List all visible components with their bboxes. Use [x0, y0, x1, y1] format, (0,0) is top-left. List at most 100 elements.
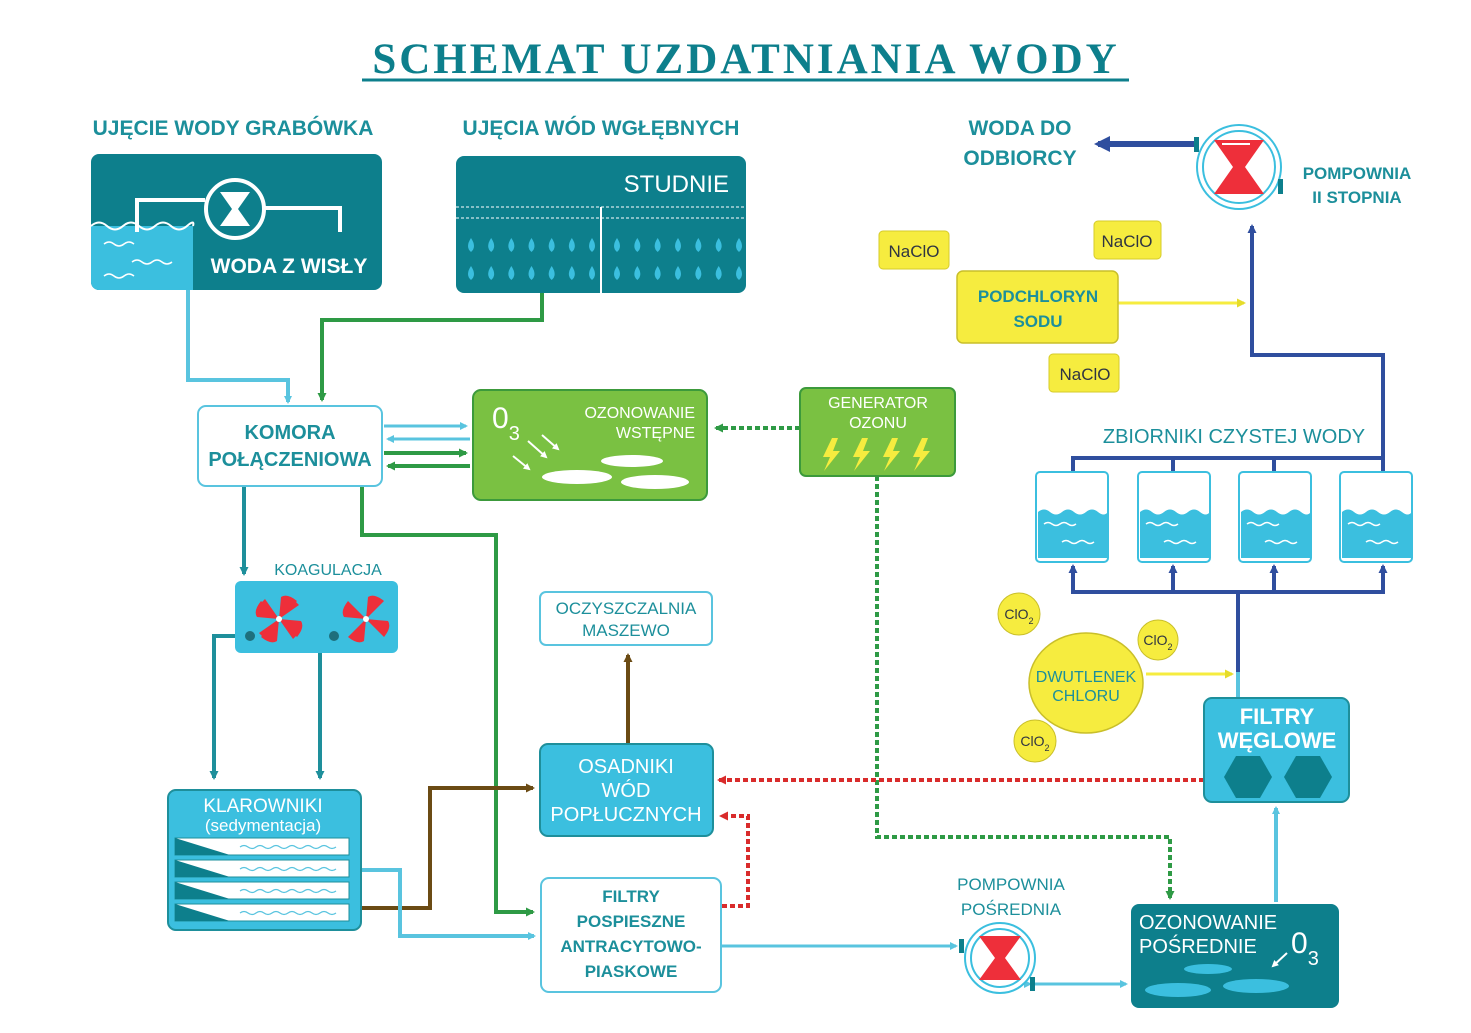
- svg-text:WÓD: WÓD: [602, 779, 651, 802]
- studnie-box: STUDNIE: [456, 156, 746, 293]
- settling-lane-icon: [174, 903, 350, 922]
- wglebne-heading: UJĘCIA WÓD WGŁĘBNYCH: [463, 116, 740, 140]
- water-drop-icon: [568, 238, 575, 252]
- flow-filtry-to-osadniki: [719, 811, 750, 908]
- lightning-icon: [883, 438, 900, 471]
- flow-studnie-to-komora: [317, 290, 544, 402]
- oczyszczalnia-box: OCZYSZCZALNIA MASZEWO: [539, 591, 713, 646]
- mixer-icon: [342, 595, 390, 643]
- svg-text:KLAROWNIKI: KLAROWNIKI: [203, 796, 322, 817]
- water-drop-icon: [614, 266, 620, 280]
- water-drop-icon: [614, 238, 620, 252]
- pompownia-ii-label-1: POMPOWNIA: [1303, 164, 1412, 183]
- clean-water-tanks: [1035, 471, 1413, 563]
- svg-text:MASZEWO: MASZEWO: [582, 621, 670, 640]
- water-drop-icon: [695, 266, 702, 280]
- settling-lane-icon: [174, 837, 350, 856]
- svg-text:KOMORA: KOMORA: [244, 422, 335, 444]
- svg-text:POŚREDNIE: POŚREDNIE: [1139, 934, 1257, 958]
- clo2-bubble-3: ClO2: [1013, 719, 1057, 763]
- water-tank-icon: [1137, 471, 1211, 563]
- flow-komora-to-filtry-pospieszne: [360, 486, 535, 917]
- nacio-tag-3: NaClO: [1048, 353, 1120, 393]
- nacio-tag-1: NaClO: [878, 230, 950, 270]
- water-drop-icon: [528, 238, 535, 252]
- water-drop-icon: [736, 266, 742, 280]
- pompownia-ii-label-2: II STOPNIA: [1312, 188, 1401, 207]
- water-drop-icon: [548, 266, 555, 280]
- pompownia-ii-pump-icon: [1194, 124, 1283, 210]
- water-tank-icon: [1035, 471, 1109, 563]
- svg-text:OZONOWANIE: OZONOWANIE: [1139, 912, 1277, 934]
- mixer-icon: [255, 595, 303, 643]
- svg-text:POŁĄCZENIOWA: POŁĄCZENIOWA: [208, 449, 371, 471]
- lightning-icons: [823, 438, 930, 471]
- svg-text:ClO2: ClO2: [1143, 632, 1172, 652]
- water-drop-icon: [715, 238, 722, 252]
- well-water-drops-icon: [468, 238, 742, 280]
- flow-generator-to-ozon-posr: [875, 476, 1175, 900]
- water-drop-icon: [654, 238, 661, 252]
- page-title: SCHEMAT UZDATNIANIA WODY: [372, 36, 1119, 83]
- flow-wisla-to-komora: [186, 290, 292, 404]
- water-drop-icon: [589, 238, 595, 252]
- zbiorniki-label: ZBIORNIKI CZYSTEJ WODY: [1103, 426, 1365, 448]
- svg-text:POSPIESZNE: POSPIESZNE: [577, 912, 686, 931]
- generator-ozonu-box: GENERATOR OZONU: [799, 387, 956, 477]
- water-drop-icon: [568, 266, 575, 280]
- water-drop-icon: [508, 238, 515, 252]
- pompownia-posr-label-1: POMPOWNIA: [957, 875, 1065, 894]
- water-drop-icon: [548, 238, 555, 252]
- svg-text:DWUTLENEK: DWUTLENEK: [1036, 669, 1137, 686]
- grabowka-heading: UJĘCIE WODY GRABÓWKA: [93, 116, 374, 140]
- svg-text:FILTRY: FILTRY: [602, 887, 660, 906]
- flow-zbiorniki-collector: [1071, 226, 1385, 474]
- svg-text:PODCHLORYN: PODCHLORYN: [978, 287, 1098, 306]
- settling-lane-icon: [174, 859, 350, 878]
- water-drop-icon: [675, 238, 681, 252]
- water-drop-icon: [654, 266, 661, 280]
- lightning-icon: [823, 438, 840, 471]
- filtry-weglowe-box: FILTRY WĘGLOWE: [1203, 697, 1350, 803]
- filtry-pospieszne-box: FILTRY POSPIESZNE ANTRACYTOWO- PIASKOWE: [540, 877, 722, 993]
- settling-tanks-icon: [174, 837, 350, 922]
- svg-text:OZONU: OZONU: [849, 415, 907, 432]
- water-drop-icon: [488, 266, 495, 280]
- svg-text:SODU: SODU: [1013, 312, 1062, 331]
- settling-lane-icon: [174, 881, 350, 900]
- ozonowanie-posrednie-box: OZONOWANIE POŚREDNIE 03: [1131, 904, 1339, 1008]
- svg-text:PIASKOWE: PIASKOWE: [585, 962, 678, 981]
- water-drop-icon: [468, 266, 474, 280]
- water-drop-icon: [634, 238, 641, 252]
- svg-text:GENERATOR: GENERATOR: [828, 395, 928, 412]
- pompownia-posrednia-pump-icon: [959, 922, 1036, 994]
- svg-text:(sedymentacja): (sedymentacja): [205, 816, 321, 835]
- water-drop-icon: [634, 266, 641, 280]
- klarowniki-box: KLAROWNIKI (sedymentacja): [167, 789, 362, 931]
- svg-text:NaClO: NaClO: [1059, 365, 1110, 384]
- flow-koagulacja-to-klarowniki-1: [209, 634, 250, 780]
- lightning-icon: [913, 438, 930, 471]
- svg-text:OSADNIKI: OSADNIKI: [578, 756, 674, 778]
- studnie-label: STUDNIE: [624, 171, 729, 198]
- svg-text:ClO2: ClO2: [1004, 606, 1033, 626]
- svg-text:ClO2: ClO2: [1020, 733, 1049, 753]
- komora-polaczeniowa-box: KOMORA POŁĄCZENIOWA: [197, 405, 383, 487]
- flow-klarowniki-to-osadniki: [361, 783, 535, 910]
- water-drop-icon: [488, 238, 495, 252]
- koagulacja-box: [235, 581, 398, 653]
- carbon-hex-icon: [1284, 756, 1332, 798]
- flow-koagulacja-to-klarowniki-2: [315, 634, 334, 780]
- water-drop-icon: [736, 238, 742, 252]
- water-tank-icon: [1238, 471, 1312, 563]
- water-drop-icon: [589, 266, 595, 280]
- osadniki-box: OSADNIKI WÓD POPŁUCZNYCH: [539, 743, 714, 837]
- svg-text:POPŁUCZNYCH: POPŁUCZNYCH: [550, 804, 701, 826]
- svg-text:OCZYSZCZALNIA: OCZYSZCZALNIA: [556, 599, 697, 618]
- water-drop-icon: [508, 266, 515, 280]
- water-drop-icon: [715, 266, 722, 280]
- wisla-label: WODA Z WISŁY: [211, 255, 368, 278]
- dwutlenek-chloru-circle: DWUTLENEK CHLORU: [1028, 632, 1144, 734]
- wisla-intake-box: WODA Z WISŁY: [90, 154, 382, 290]
- ozone-symbol: 03: [492, 402, 520, 445]
